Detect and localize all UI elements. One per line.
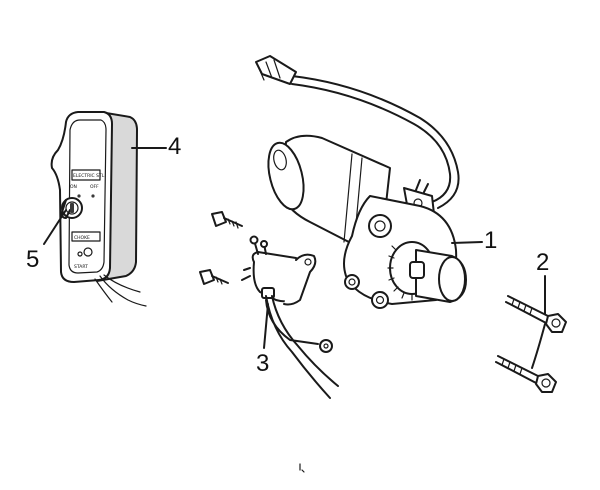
switch-label-top: ELECTRIC STL bbox=[73, 173, 105, 179]
switch-box: ELECTRIC STL ON OFF CHOKE START bbox=[50, 111, 147, 307]
callout-2: 2 bbox=[536, 249, 550, 276]
key-switch bbox=[60, 197, 83, 219]
long-bolt-upper bbox=[505, 295, 567, 333]
long-bolt-lower bbox=[495, 355, 557, 393]
callout-5: 5 bbox=[26, 246, 40, 273]
starter-motor bbox=[255, 55, 467, 309]
switch-label-start: START bbox=[74, 264, 88, 270]
small-bolt-upper bbox=[211, 211, 243, 229]
solenoid-relay bbox=[199, 211, 339, 399]
small-bolt-lower bbox=[199, 269, 229, 285]
callout-1: 1 bbox=[484, 227, 498, 254]
switch-label-off: OFF bbox=[90, 184, 99, 190]
callout-4: 4 bbox=[168, 133, 182, 160]
callout-3: 3 bbox=[256, 350, 270, 377]
switch-label-on: ON bbox=[70, 184, 77, 190]
switch-label-choke: CHOKE bbox=[74, 235, 90, 241]
